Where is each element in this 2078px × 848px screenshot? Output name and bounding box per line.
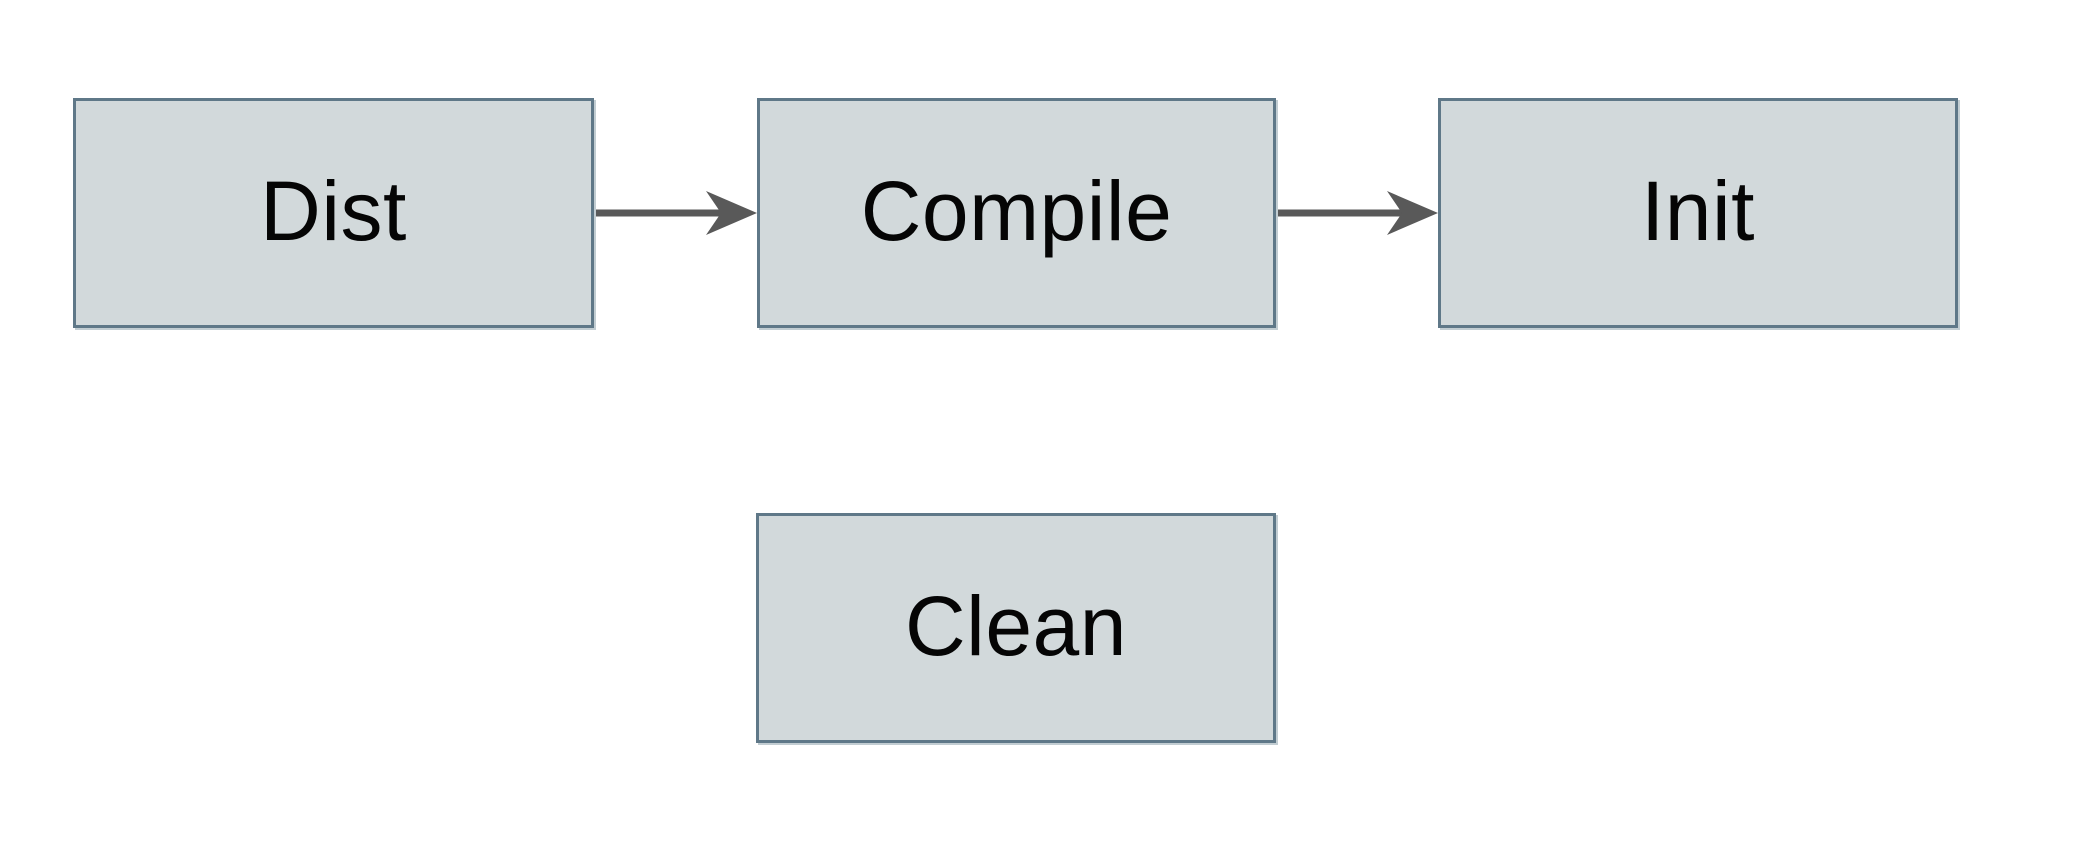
- node-compile-label: Compile: [860, 164, 1173, 258]
- node-init-label: Init: [1640, 164, 1756, 258]
- node-compile[interactable]: Compile: [757, 98, 1276, 328]
- node-clean-label: Clean: [905, 579, 1127, 673]
- arrow-compile-to-init: [1276, 191, 1438, 235]
- arrow-dist-to-compile: [594, 191, 757, 235]
- node-dist[interactable]: Dist: [73, 98, 594, 328]
- node-init[interactable]: Init: [1438, 98, 1958, 328]
- node-dist-label: Dist: [260, 164, 407, 258]
- node-clean[interactable]: Clean: [756, 513, 1276, 743]
